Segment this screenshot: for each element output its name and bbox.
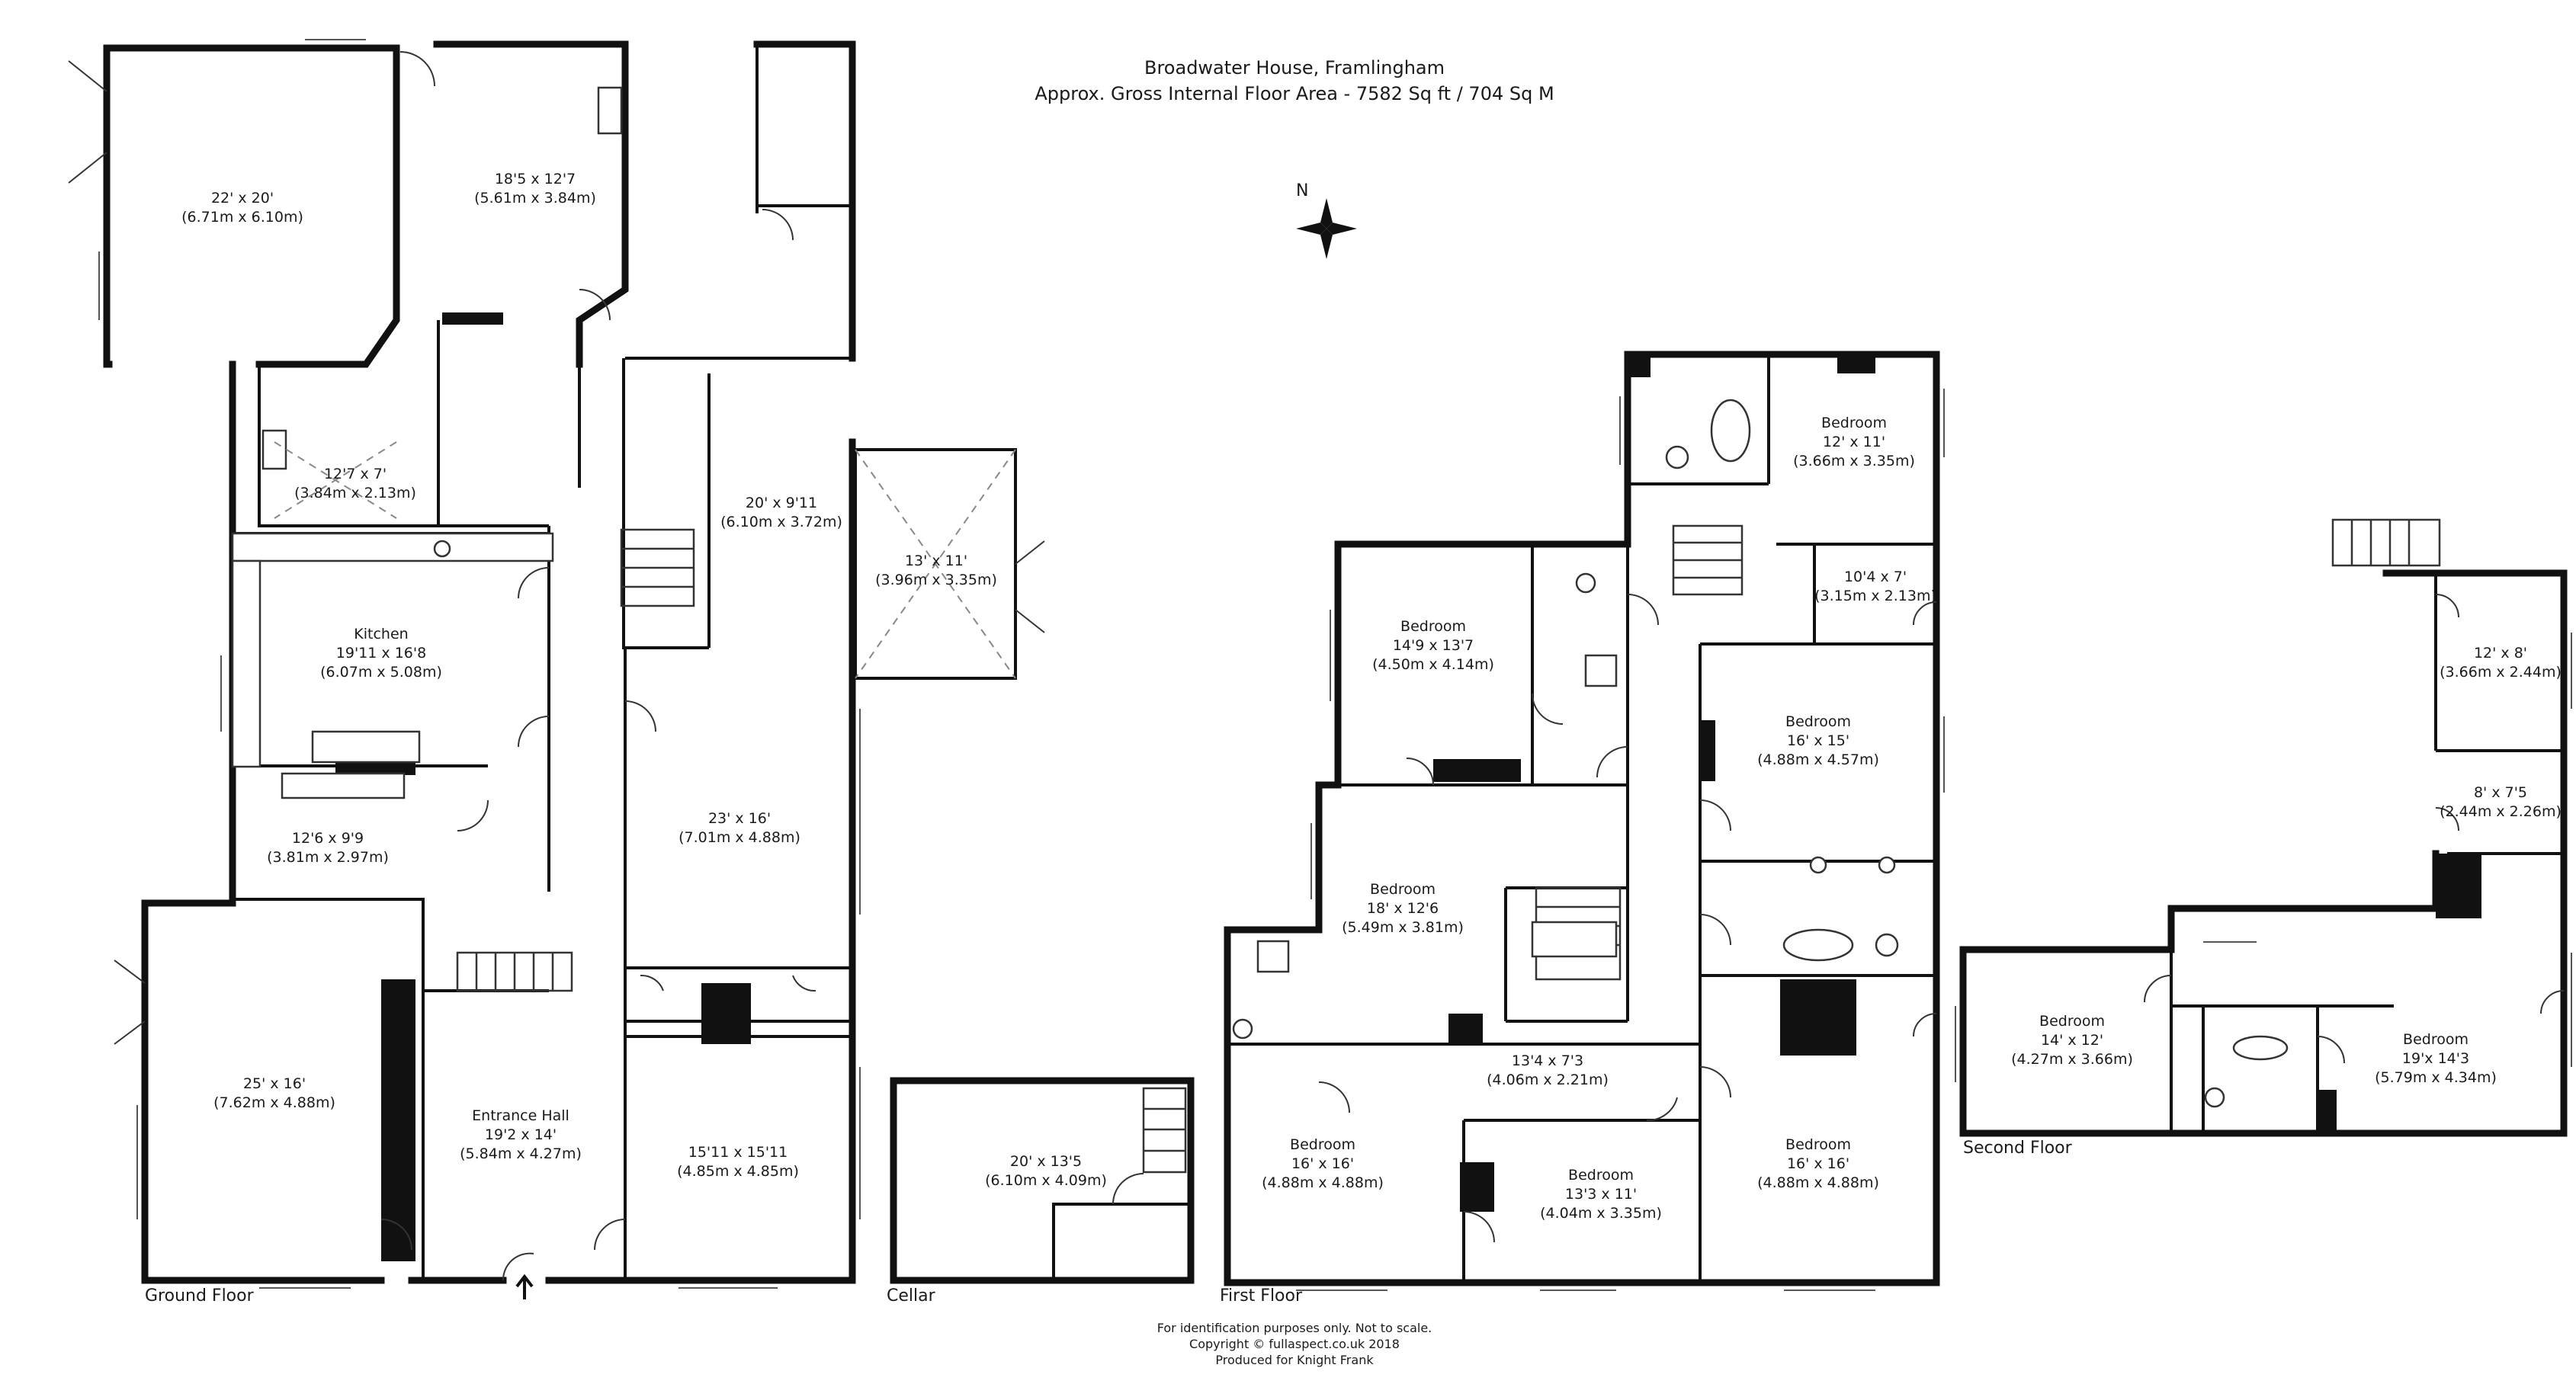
ground-floor-plan: [68, 39, 1045, 1299]
room-label: 12'7 x 7'(3.84m x 2.13m): [294, 466, 416, 501]
floor-label-first: First Floor: [1220, 1286, 1303, 1305]
room-label: 13' x 11'(3.96m x 3.35m): [875, 553, 997, 588]
second-floor-plan: [1955, 518, 2572, 1137]
plan-footer: For identification purposes only. Not to…: [1157, 1320, 1432, 1368]
room-label: 10'4 x 7'(3.15m x 2.13m): [1814, 569, 1936, 604]
room-label: 22' x 20'(6.71m x 6.10m): [181, 190, 303, 226]
producer: Produced for Knight Frank: [1215, 1353, 1374, 1367]
cellar-plan: [890, 1077, 1195, 1284]
disclaimer: For identification purposes only. Not to…: [1156, 1321, 1432, 1335]
room-label: 8' x 7'5(2.44m x 2.26m): [2440, 784, 2562, 820]
compass-icon: [1296, 198, 1357, 259]
room-label: 13'4 x 7'3(4.06m x 2.21m): [1487, 1052, 1609, 1088]
room-label: 23' x 16'(7.01m x 4.88m): [678, 810, 800, 846]
room-label: 12' x 8'(3.66m x 2.44m): [2440, 645, 2562, 681]
plan-area: Approx. Gross Internal Floor Area - 7582…: [1035, 83, 1554, 104]
room-label: 12'6 x 9'9(3.81m x 2.97m): [267, 830, 389, 866]
floor-label-ground: Ground Floor: [145, 1286, 254, 1305]
first-floor-plan: [1224, 351, 1945, 1291]
floor-label-second: Second Floor: [1963, 1139, 2072, 1158]
plan-title: Broadwater House, Framlingham: [1144, 57, 1445, 78]
room-label: 20' x 13'5(6.10m x 4.09m): [985, 1153, 1107, 1189]
room-label: 20' x 9'11(6.10m x 3.72m): [720, 495, 842, 530]
floor-label-cellar: Cellar: [887, 1286, 935, 1305]
copyright: Copyright © fullaspect.co.uk 2018: [1189, 1337, 1400, 1351]
plan-header: Broadwater House, Framlingham Approx. Gr…: [1035, 55, 1554, 107]
room-label: 25' x 16'(7.62m x 4.88m): [213, 1075, 335, 1111]
room-label: 15'11 x 15'11(4.85m x 4.85m): [677, 1144, 799, 1180]
compass-label: N: [1296, 181, 1309, 200]
room-label: 18'5 x 12'7(5.61m x 3.84m): [474, 171, 596, 207]
